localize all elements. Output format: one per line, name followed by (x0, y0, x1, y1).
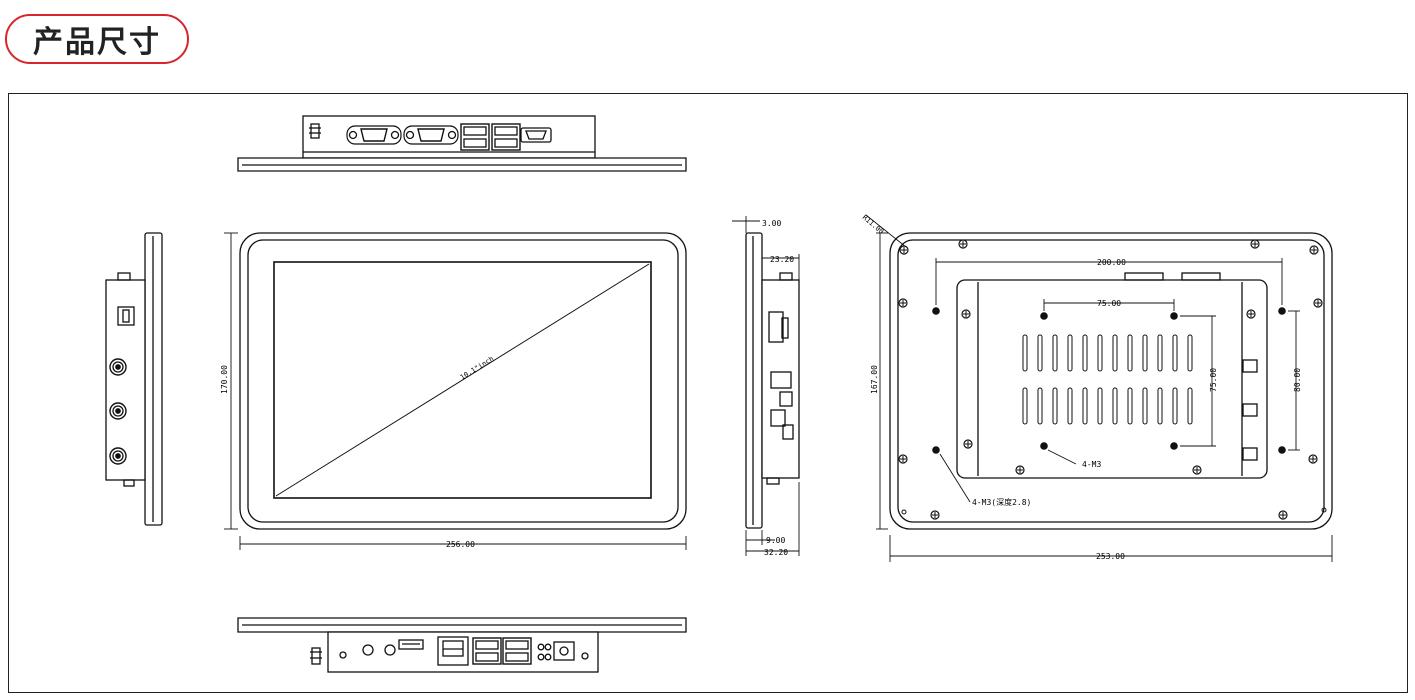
side-depth-dim: 23.20 (770, 255, 794, 264)
rear-screws (898, 239, 1327, 520)
side-top-dim: 3.00 (762, 219, 781, 228)
rear-view (889, 232, 1333, 530)
bottom-view (237, 617, 687, 673)
drawing-frame (8, 93, 1408, 693)
left-side-view (105, 232, 163, 526)
side-total-dim: 32.20 (764, 548, 788, 557)
right-side-view (745, 232, 800, 529)
vesa-holes-callout: 4-M3 (1082, 460, 1101, 469)
section-title: 产品尺寸 (33, 25, 161, 60)
corner-radius-dim: R11.00 (861, 213, 886, 235)
rear-height-dim: 167.00 (870, 365, 879, 394)
section-title-badge: 产品尺寸 (5, 14, 189, 64)
mount-holes-callout: 4-M3(深度2.8) (972, 497, 1031, 507)
rear-vesa-width-dim: 75.00 (1097, 299, 1121, 308)
front-width-dim: 256.00 (446, 540, 475, 549)
front-view (239, 232, 687, 530)
rear-span-dim: 200.00 (1097, 258, 1126, 267)
front-height-dim: 170.00 (220, 365, 229, 394)
top-view (237, 115, 687, 172)
side-bottom-dim: 9.00 (766, 536, 785, 545)
rear-width-dim: 253.00 (1096, 552, 1125, 561)
rear-vesa-height-dim: 75.00 (1209, 368, 1218, 392)
rear-right-span-dim: 80.00 (1293, 368, 1302, 392)
